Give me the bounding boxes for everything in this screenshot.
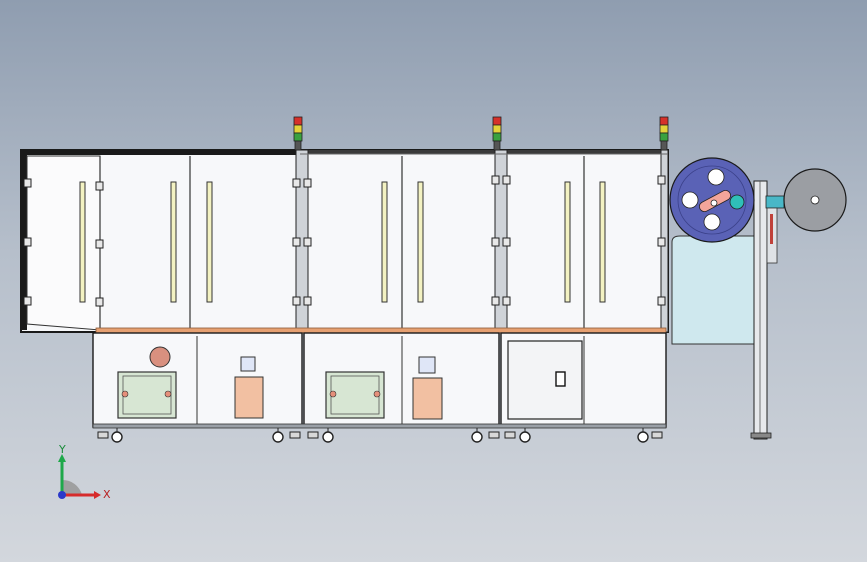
outlet-panel [234,376,264,419]
y-axis-label: Y [58,443,66,456]
tape-feeder [669,157,847,440]
handle [381,181,388,303]
emergency-button-icon [149,346,171,368]
upper-enclosure [20,149,669,333]
access-door [507,340,583,420]
z-axis-dot [58,491,66,499]
axis-triad: Y X [58,443,111,501]
handle [206,181,213,303]
handle [599,181,606,303]
handle [170,181,177,303]
casters [97,428,663,443]
signal-tower [293,116,303,151]
signal-tower [492,116,502,151]
outlet-panel [412,377,443,420]
feeder-column [753,180,768,440]
handle [564,181,571,303]
door-hinges [23,175,666,307]
x-axis-label: X [103,488,111,501]
base-strip [95,327,667,334]
signal-tower [659,116,669,151]
cabinet-fixtures [117,346,443,420]
handle [417,181,424,303]
left-swing-door [26,155,101,331]
door-latch-icon [555,371,566,387]
door-handles [79,181,606,303]
tape-guard [671,235,755,345]
indicator-window [240,356,256,372]
handle [79,181,86,303]
signal-towers [293,116,669,151]
indicator-window [418,356,436,374]
